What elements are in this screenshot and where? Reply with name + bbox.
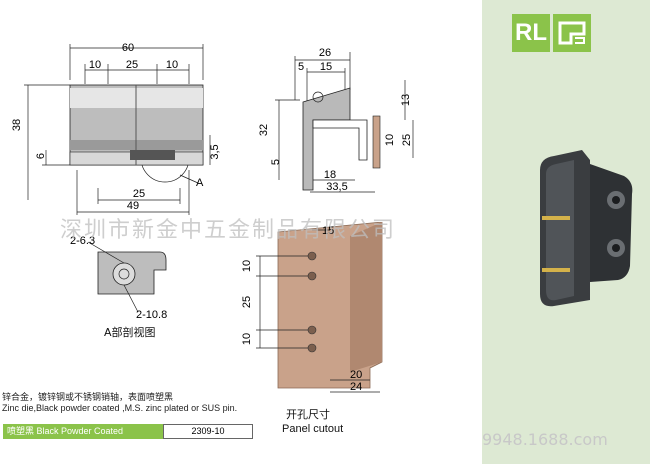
dim-26: 26 bbox=[319, 47, 331, 59]
front-view-drawing: 60 10 25 10 38 6 25 49 3,5 A bbox=[11, 42, 221, 215]
dim-38: 38 bbox=[11, 119, 23, 131]
dim-5-left: 5 bbox=[270, 159, 282, 165]
description-en: Zinc die,Black powder coated ,M.S. zinc … bbox=[2, 403, 238, 413]
panel-cutout-label-en: Panel cutout bbox=[282, 423, 344, 435]
dim-10-left: 10 bbox=[89, 59, 101, 71]
side-view-drawing: 26 5 15 13 32 25 10 5 18 33,5 bbox=[258, 47, 414, 193]
dim-32: 32 bbox=[258, 124, 270, 136]
dim-2-10-8: 2-10.8 bbox=[136, 309, 167, 321]
dim-10-right: 10 bbox=[166, 59, 178, 71]
description-cn: 锌合金，镀锌钢或不锈钢销轴，表面喷塑黑 bbox=[2, 393, 174, 403]
dim-49: 49 bbox=[127, 200, 139, 212]
rl-logo-icon: RL bbox=[512, 14, 550, 52]
dim-10-cutout-b: 10 bbox=[241, 333, 253, 345]
dim-60: 60 bbox=[122, 42, 134, 54]
dim-33-5: 33,5 bbox=[326, 181, 347, 193]
section-view-drawing: 2-6.3 2-10.8 bbox=[70, 235, 167, 321]
dim-25-bottom: 25 bbox=[133, 188, 145, 200]
dim-6: 6 bbox=[35, 153, 47, 159]
dim-3-5: 3,5 bbox=[209, 144, 221, 159]
dim-20-cutout: 20 bbox=[350, 369, 362, 381]
dim-25-mid: 25 bbox=[126, 59, 138, 71]
panel-cutout-label-cn: 开孔尺寸 bbox=[286, 408, 330, 421]
url-watermark: 9948.1688.com bbox=[482, 430, 608, 449]
dim-25-side: 25 bbox=[401, 134, 413, 146]
dim-2-6-3: 2-6.3 bbox=[70, 235, 95, 247]
panel-cutout-drawing: 15 10 25 10 20 24 bbox=[241, 222, 383, 393]
dim-18: 18 bbox=[324, 169, 336, 181]
company-watermark: 深圳市新金中五金制品有限公司 bbox=[60, 218, 397, 243]
dim-25-cutout: 25 bbox=[241, 296, 253, 308]
hinge-photo-icon bbox=[540, 150, 633, 307]
section-view-label: A部剖视图 bbox=[104, 326, 156, 339]
section-marker-a: A bbox=[196, 177, 204, 189]
hinge-symbol-icon bbox=[553, 14, 591, 52]
dim-15-top: 15 bbox=[320, 61, 332, 73]
dim-13: 13 bbox=[400, 94, 412, 106]
dim-15-cutout: 15 bbox=[322, 225, 334, 237]
dim-24-cutout: 24 bbox=[350, 381, 362, 393]
dim-5-top: 5 bbox=[298, 61, 304, 73]
dim-10-side: 10 bbox=[384, 134, 396, 146]
part-code: 2309-10 bbox=[163, 424, 253, 439]
dim-10-cutout-a: 10 bbox=[241, 260, 253, 272]
finish-label: 喷塑黑 Black Powder Coated bbox=[3, 424, 163, 439]
